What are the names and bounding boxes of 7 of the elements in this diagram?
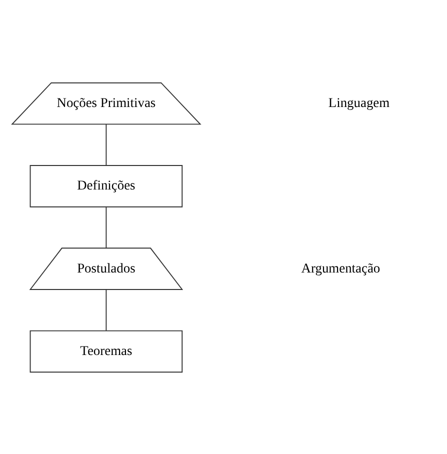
connector bbox=[106, 123, 107, 166]
node-box: Definições bbox=[30, 164, 183, 207]
connector bbox=[106, 206, 107, 248]
label: Linguagem bbox=[328, 94, 390, 110]
label: Argumentação bbox=[301, 260, 380, 275]
connector bbox=[106, 288, 107, 331]
node-box: Teoremas bbox=[30, 330, 183, 372]
